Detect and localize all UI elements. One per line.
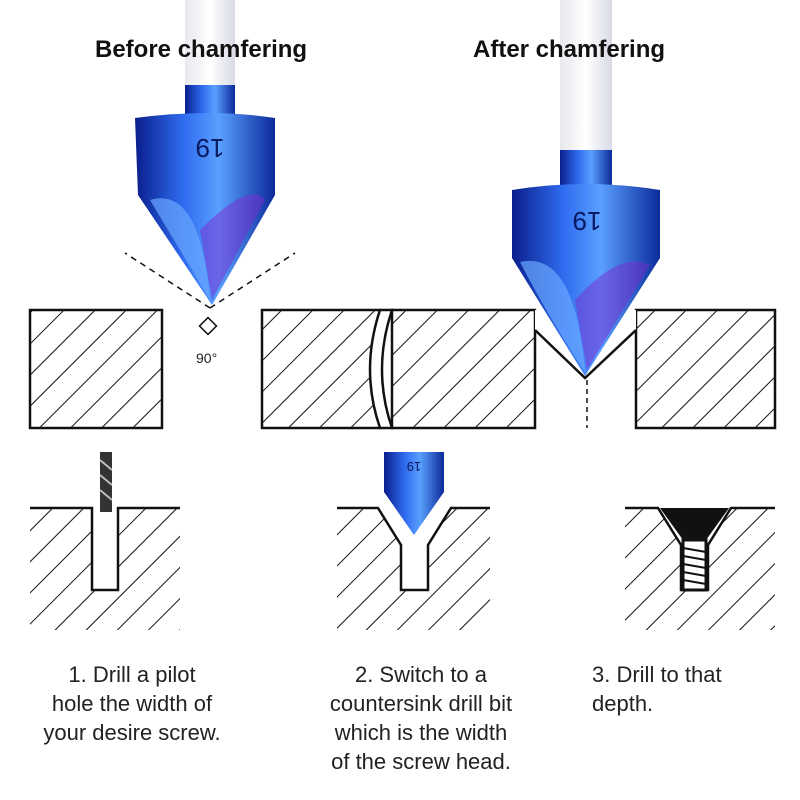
step-3-caption: 3. Drill to that depth. bbox=[592, 662, 722, 716]
bit-size-marking: 19 bbox=[573, 206, 602, 236]
angle-label: 90° bbox=[196, 350, 218, 366]
step-2-caption: 2. Switch to a countersink drill bit whi… bbox=[329, 662, 513, 774]
top-workpiece bbox=[28, 308, 777, 430]
countersink-bit-after: 19 bbox=[512, 0, 660, 376]
bit-size-marking: 19 bbox=[196, 133, 225, 163]
countersink-bit-before: 19 bbox=[124, 0, 296, 336]
after-chamfering-title: After chamfering bbox=[473, 36, 666, 63]
step-3-diagram bbox=[625, 506, 775, 630]
bit-size-marking: 19 bbox=[407, 459, 421, 474]
step-1-caption: 1. Drill a pilot hole the width of your … bbox=[43, 662, 221, 745]
step-1-diagram bbox=[30, 452, 180, 630]
before-chamfering-title: Before chamfering bbox=[95, 36, 308, 63]
step-2-diagram: 19 bbox=[337, 452, 490, 630]
